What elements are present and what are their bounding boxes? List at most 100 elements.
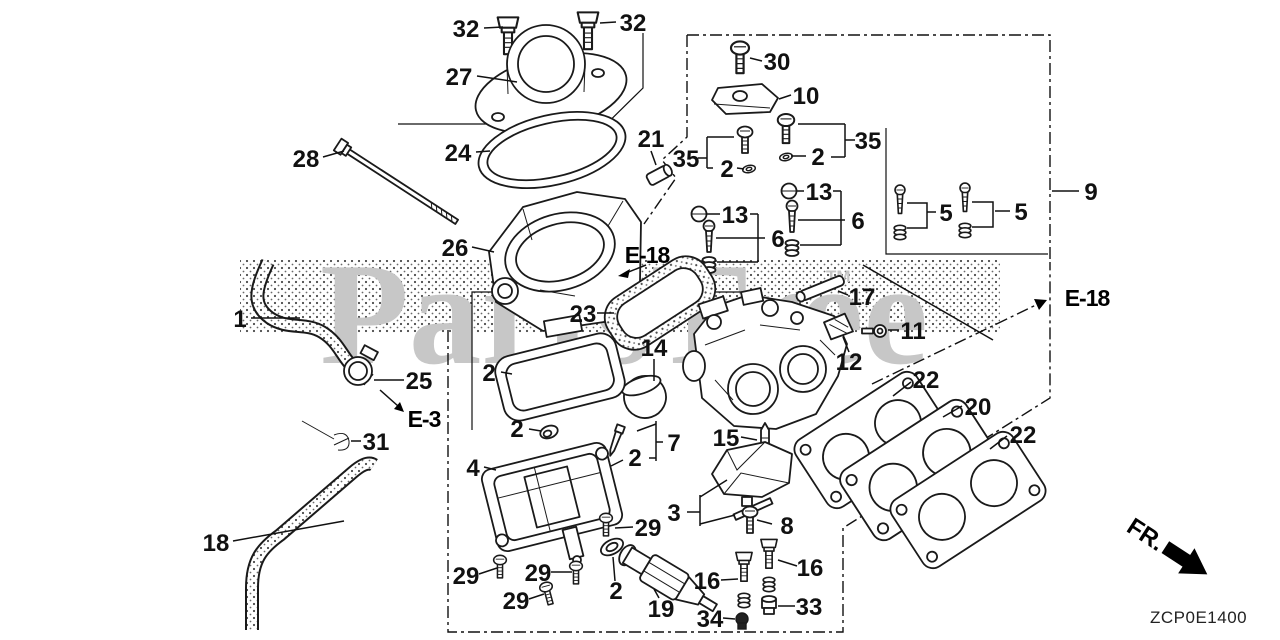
callout-6-16: 6 xyxy=(851,208,864,235)
leader-lines xyxy=(232,21,1079,620)
part-pin-17 xyxy=(795,275,845,303)
callout-2-10: 2 xyxy=(720,156,733,183)
callout-34-48: 34 xyxy=(697,606,724,633)
part-pin-21 xyxy=(645,163,673,186)
callout-24-3: 24 xyxy=(445,140,472,167)
callout-2-27: 2 xyxy=(482,360,495,387)
callout-20-30: 20 xyxy=(965,394,992,421)
fr-indicator: FR. xyxy=(1122,513,1208,575)
diagram-code: ZCP0E1400 xyxy=(1150,608,1247,627)
part-float-valve-2 xyxy=(609,423,626,457)
part-clamp-25 xyxy=(343,344,379,386)
part-lever-12 xyxy=(823,312,854,341)
part-cap-34 xyxy=(735,612,749,630)
callout-13-13: 13 xyxy=(722,202,749,229)
part-nut-33 xyxy=(761,595,777,615)
callout-27-2: 27 xyxy=(446,64,473,91)
callout-19-44: 19 xyxy=(648,596,675,623)
callout-1-23: 1 xyxy=(233,306,246,333)
callout-29-41: 29 xyxy=(525,560,552,587)
callout-18-49: 18 xyxy=(203,530,230,557)
group-9-boundary xyxy=(447,34,1051,633)
bracket-5-group xyxy=(885,128,1048,255)
callout-29-42: 29 xyxy=(503,588,530,615)
callout-33-47: 33 xyxy=(796,594,823,621)
part-air-chamber-26 xyxy=(488,191,642,338)
part-bolt-35b xyxy=(776,112,796,145)
fr-label: FR. xyxy=(1122,513,1169,557)
callout-4-36: 4 xyxy=(466,455,480,482)
callout-9-19: 9 xyxy=(1084,179,1097,206)
part-drain-tube-18 xyxy=(245,456,378,630)
callout-17-20: 17 xyxy=(849,284,876,311)
part-screw-11 xyxy=(861,324,887,338)
callout-26-6: 26 xyxy=(442,235,469,262)
part-screw-6-right xyxy=(784,199,800,257)
callout-22-31: 22 xyxy=(1010,422,1037,449)
part-gasket-24 xyxy=(477,111,627,189)
callout-29-39: 29 xyxy=(635,515,662,542)
callout-16-46: 16 xyxy=(797,555,824,582)
callout-32-1: 32 xyxy=(620,10,647,37)
callout-12-22: 12 xyxy=(836,349,863,376)
callout-6-14: 6 xyxy=(771,226,784,253)
part-pump-cover-3 xyxy=(711,441,793,521)
part-screw-35a xyxy=(736,125,754,154)
callout-14-28: 14 xyxy=(641,335,668,362)
callout-28-4: 28 xyxy=(293,146,320,173)
callout-11-21: 11 xyxy=(900,318,925,345)
part-gasket-23 xyxy=(603,255,717,351)
part-screw-8 xyxy=(741,505,759,534)
callout-3-37: 3 xyxy=(667,500,680,527)
callout-2-43: 2 xyxy=(609,578,622,605)
part-bolt-32-right xyxy=(576,11,600,51)
callout-22-29: 22 xyxy=(913,367,940,394)
part-screwhead-13-right xyxy=(780,182,798,200)
ref-label-E-18-0: E-18 xyxy=(625,242,671,268)
callout-10-8: 10 xyxy=(793,83,820,110)
callout-8-38: 8 xyxy=(780,513,793,540)
part-screw-5-right xyxy=(958,182,972,239)
part-plate-10 xyxy=(711,83,779,115)
part-bolt-28 xyxy=(332,137,459,225)
part-washer-2b xyxy=(778,151,794,163)
part-cup-14 xyxy=(621,374,667,419)
e18-arrow-upper xyxy=(618,264,647,278)
part-bolt-16-right xyxy=(760,538,778,593)
part-solenoid-19 xyxy=(618,544,718,613)
callout-7-33: 7 xyxy=(667,430,680,457)
part-float-bowl-4 xyxy=(480,441,624,565)
callout-2-11: 2 xyxy=(811,144,824,171)
callout-30-7: 30 xyxy=(764,49,791,76)
part-float-pin-2 xyxy=(539,424,559,440)
callout-32-0: 32 xyxy=(453,16,480,43)
part-screwhead-13-left xyxy=(690,205,708,223)
part-washer-2a xyxy=(741,163,757,175)
callout-2-34: 2 xyxy=(628,445,641,472)
callout-5-17: 5 xyxy=(939,200,952,227)
part-carburetor-body xyxy=(682,287,848,430)
e18-arrow-right xyxy=(862,264,1047,385)
part-bolt-16-left xyxy=(735,551,753,609)
e3-arrow xyxy=(379,389,404,412)
callout-16-45: 16 xyxy=(694,568,721,595)
ref-label-E-3-1: E-3 xyxy=(408,406,441,432)
part-fuel-tube-1 xyxy=(250,259,374,386)
callout-23-24: 23 xyxy=(570,301,597,328)
part-washer-2-solenoid xyxy=(600,537,624,557)
callout-15-35: 15 xyxy=(713,425,740,452)
ref-label-E-18-2: E-18 xyxy=(1065,285,1111,311)
callout-29-40: 29 xyxy=(453,563,480,590)
callout-25-25: 25 xyxy=(406,368,433,395)
part-screw-5-left xyxy=(893,184,907,241)
callout-21-5: 21 xyxy=(638,126,665,153)
callout-2-32: 2 xyxy=(510,416,523,443)
callout-31-26: 31 xyxy=(363,429,390,456)
part-bolt-30 xyxy=(729,40,751,75)
part-gasket-2 xyxy=(494,332,626,422)
callout-13-15: 13 xyxy=(806,179,833,206)
callout-5-18: 5 xyxy=(1014,199,1027,226)
